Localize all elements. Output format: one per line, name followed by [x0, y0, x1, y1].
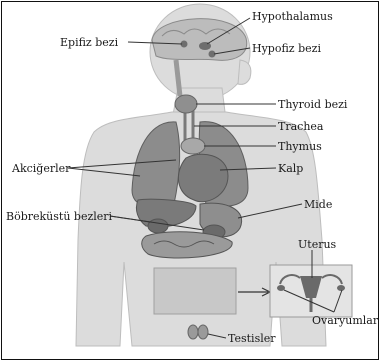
label-lungs: Akciğerler [11, 162, 71, 175]
right-ovary [337, 285, 345, 291]
label-pituitary: Hypofiz bezi [252, 42, 321, 55]
label-uterus: Uterus [298, 238, 337, 251]
brain-outline [152, 19, 247, 61]
left-testis [188, 325, 198, 339]
label-thyroid: Thyroid bezi [278, 98, 348, 111]
right-testis [198, 325, 208, 339]
label-adrenal: Böbreküstü bezleri [6, 210, 113, 223]
left-ovary [277, 285, 285, 291]
uterus-inset [270, 265, 352, 317]
heart-organ [178, 154, 228, 202]
left-adrenal-kidney [148, 219, 168, 233]
label-hypothalamus: Hypothalamus [252, 10, 333, 23]
label-heart: Kalp [278, 162, 303, 175]
label-trachea: Trachea [278, 120, 324, 133]
thyroid-gland [175, 95, 197, 113]
label-testes: Testisler [228, 332, 276, 345]
label-epiphysis: Epifiz bezi [60, 36, 119, 49]
pelvic-region-box [154, 268, 236, 314]
label-stomach: Mide [304, 198, 332, 211]
label-ovaries: Ovaryumlar [312, 314, 379, 327]
label-thymus: Thymus [278, 140, 322, 153]
thymus-gland [181, 138, 205, 154]
